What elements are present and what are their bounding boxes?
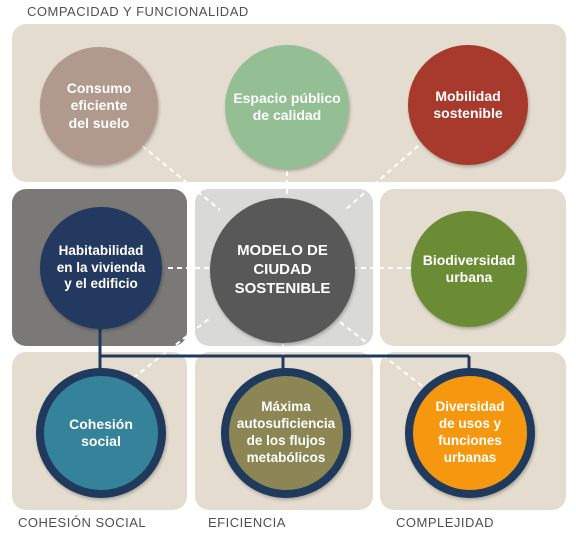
section-label-complejidad: COMPLEJIDAD (396, 515, 494, 530)
node-espacio-publico: Espacio público de calidad (225, 45, 349, 169)
node-consumo-label: Consumo eficiente del suelo (66, 79, 132, 131)
dashed-connector-diversidad (339, 321, 441, 401)
node-diversidad-label: Diversidad de usos y funciones urbanas (435, 399, 505, 465)
dashed-connector-movilidad (344, 139, 426, 211)
dashed-connector-consumo (134, 139, 221, 211)
node-consumo-suelo: Consumo eficiente del suelo (40, 47, 158, 165)
node-modelo-ciudad: MODELO DE CIUDAD SOSTENIBLE (210, 198, 355, 343)
node-autosuficiencia-label: Máxima autosuficiencia de los flujos met… (236, 399, 336, 465)
section-label-compacidad: COMPACIDAD Y FUNCIONALIDAD (27, 4, 249, 19)
node-habitabilidad-label: Habitabilidad en la vivienda y el edific… (56, 242, 146, 292)
node-espacio-label: Espacio público de calidad (233, 89, 341, 124)
node-modelo-label: MODELO DE CIUDAD SOSTENIBLE (234, 242, 331, 297)
node-autosuficiencia: Máxima autosuficiencia de los flujos met… (221, 368, 351, 498)
node-movilidad-label: Mobilidad sostenible (433, 87, 503, 122)
node-biodiversidad-label: Biodiversidad urbana (422, 251, 516, 286)
node-cohesion-label: Cohesión social (69, 415, 133, 450)
node-cohesion-social: Cohesión social (36, 368, 166, 498)
section-label-cohesion: COHESIÓN SOCIAL (18, 515, 147, 530)
node-movilidad: Mobilidad sostenible (408, 45, 528, 165)
node-biodiversidad: Biodiversidad urbana (411, 211, 527, 327)
node-diversidad-usos: Diversidad de usos y funciones urbanas (405, 368, 535, 498)
section-label-eficiencia: EFICIENCIA (208, 515, 286, 530)
node-habitabilidad: Habitabilidad en la vivienda y el edific… (40, 207, 162, 329)
